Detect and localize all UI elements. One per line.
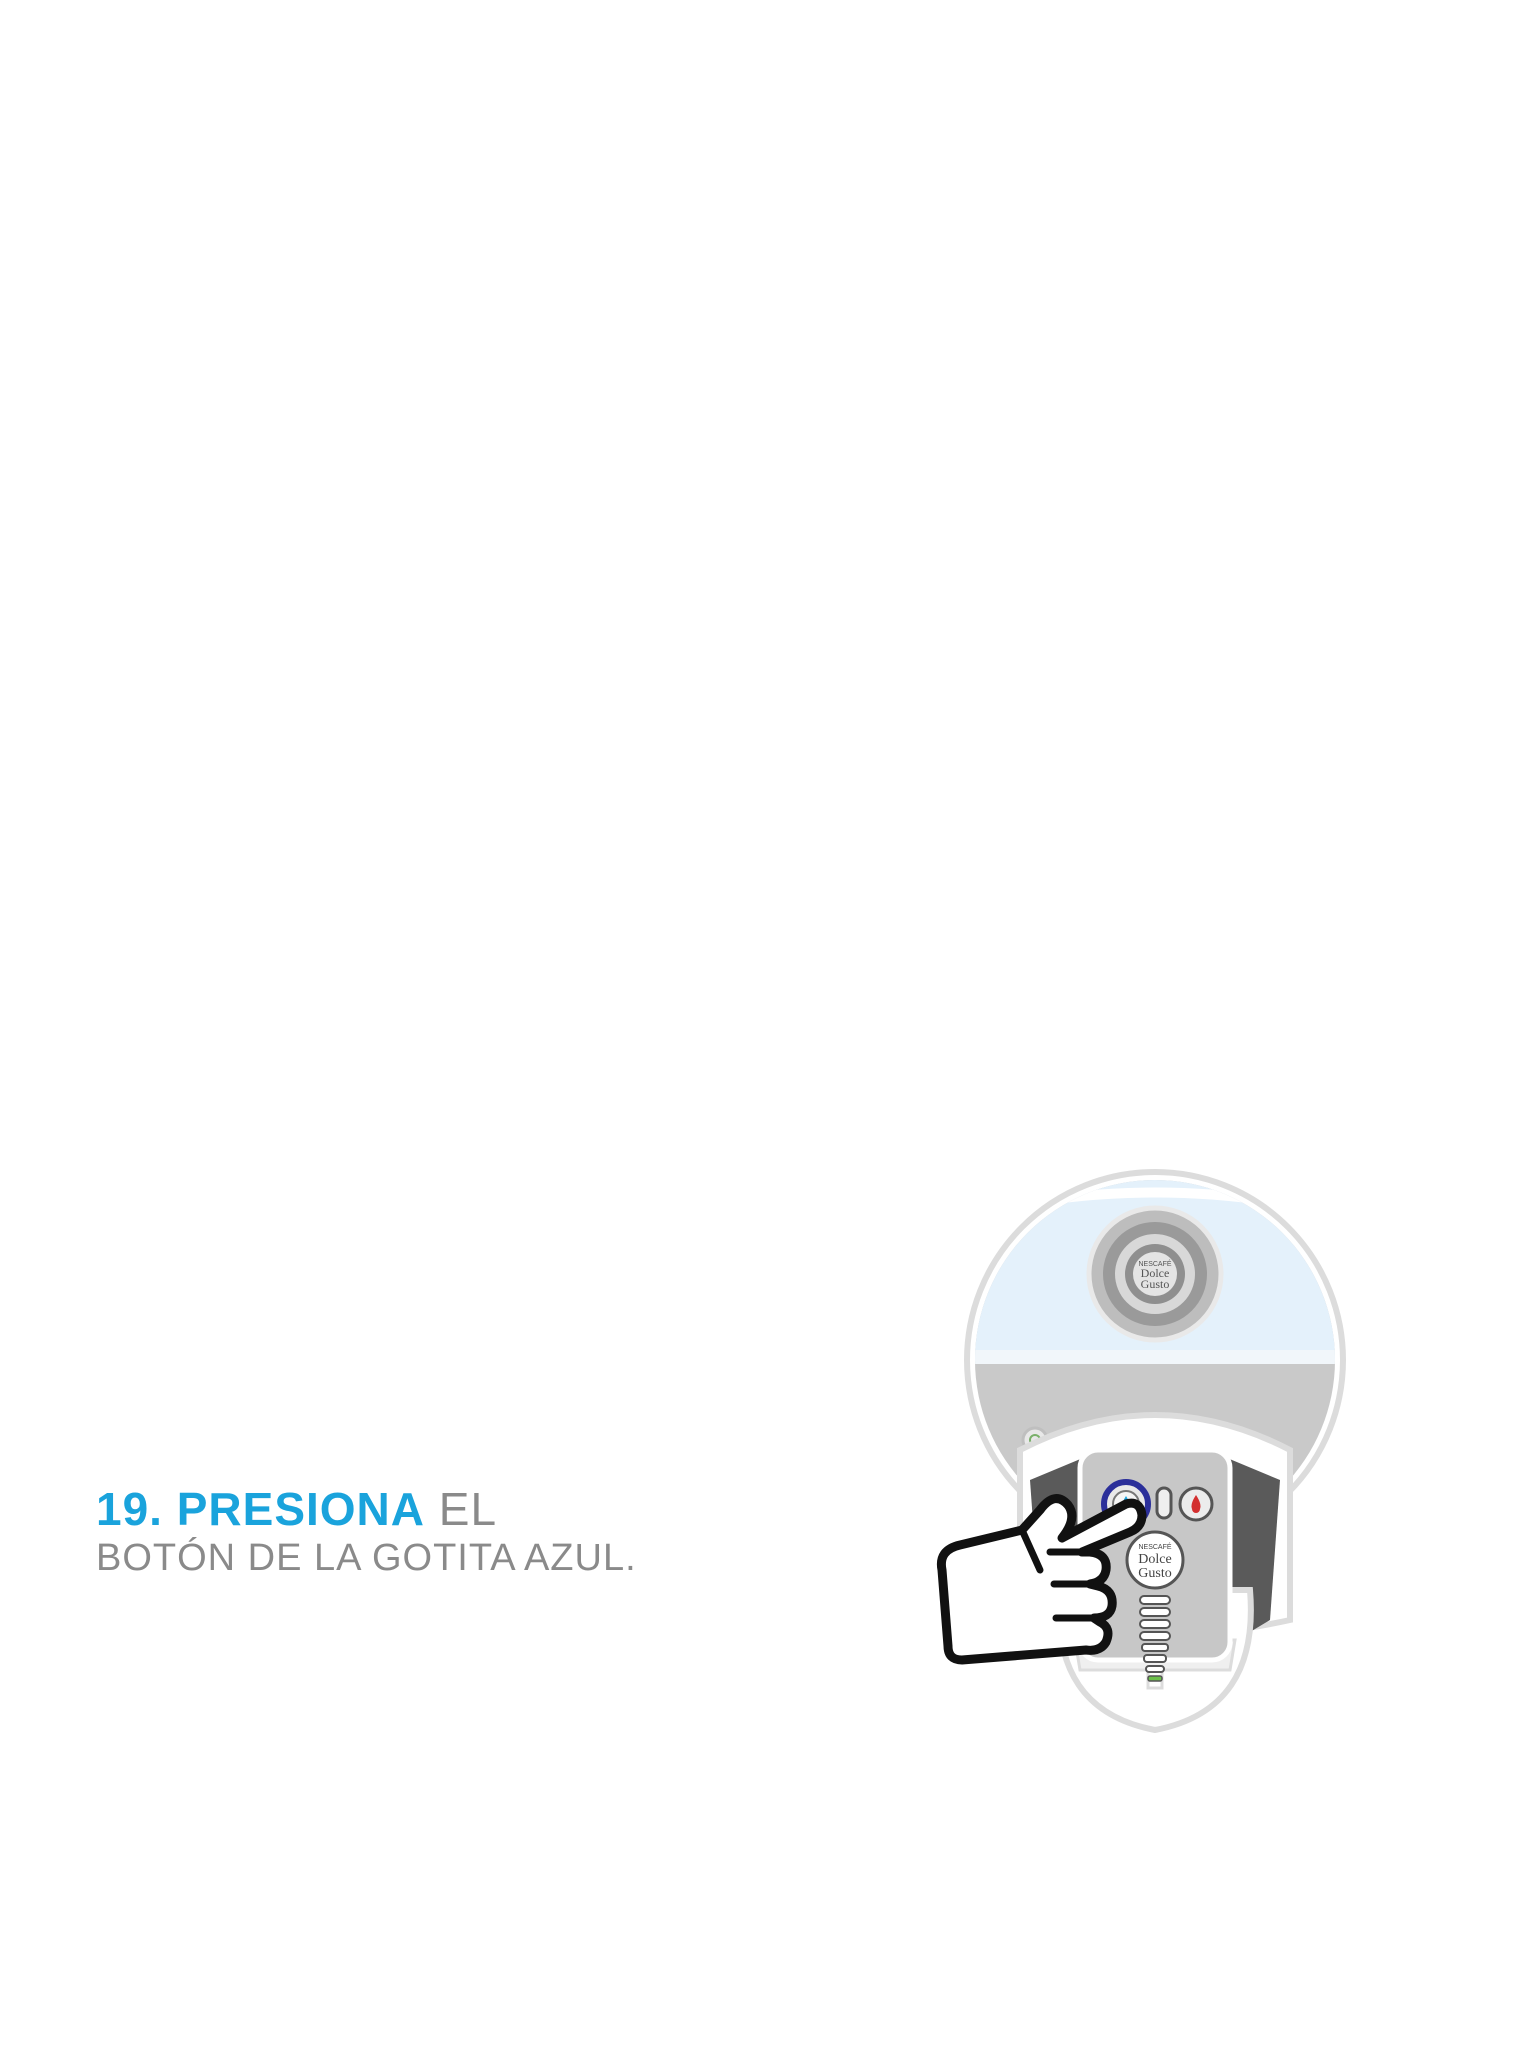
- panel-brand-top: NESCAFÉ: [1138, 1542, 1171, 1551]
- lid-brand-mid: Dolce: [1141, 1266, 1170, 1280]
- intensity-slider: [1139, 1595, 1171, 1682]
- step-rest: EL: [438, 1483, 498, 1535]
- step-verb: PRESIONA: [176, 1483, 425, 1535]
- panel-brand-badge: NESCAFÉ Dolce Gusto: [1125, 1530, 1185, 1590]
- step-instruction: 19. PRESIONA EL BOTÓN DE LA GOTITA AZUL.: [96, 1482, 856, 1581]
- coffee-machine-illustration: NESCAFÉ Dolce Gusto: [930, 1150, 1380, 1760]
- panel-brand-bottom: Gusto: [1138, 1566, 1171, 1581]
- lid-brand-bottom: Gusto: [1141, 1277, 1170, 1291]
- capsule-lid: NESCAFÉ Dolce Gusto: [1086, 1205, 1224, 1343]
- hand-pointer-icon: [936, 1494, 1147, 1665]
- instruction-line-2: BOTÓN DE LA GOTITA AZUL.: [96, 1537, 637, 1580]
- instruction-line-1: 19. PRESIONA EL: [96, 1482, 856, 1536]
- red-drop-button: [1178, 1486, 1214, 1522]
- lid-brand-top: NESCAFÉ: [1138, 1259, 1171, 1268]
- step-number: 19.: [96, 1483, 163, 1535]
- red-drop-icon: [1191, 1495, 1201, 1513]
- panel-brand-mid: Dolce: [1138, 1552, 1171, 1567]
